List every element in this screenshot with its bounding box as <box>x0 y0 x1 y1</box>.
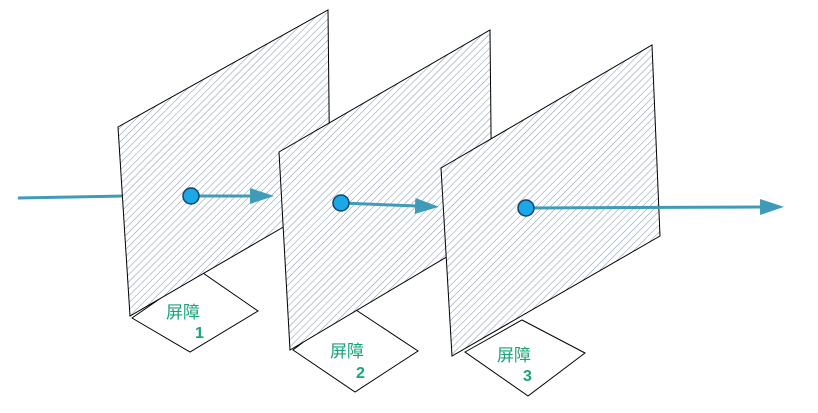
screen-2: 屏障 2 <box>278 29 493 393</box>
screen-3-tag-label: 屏障 <box>497 346 531 366</box>
hole-dot-3 <box>517 199 535 217</box>
screen-3-tag-number: 3 <box>523 368 532 385</box>
screen-2-tag-number: 2 <box>356 365 365 382</box>
screen-3-panel <box>440 44 661 357</box>
screen-1-tag-number: 1 <box>195 325 204 342</box>
ray-segment-3 <box>525 199 784 216</box>
hole-dot-2 <box>332 194 350 212</box>
screen-2-tag-label: 屏障 <box>330 342 364 362</box>
screen-3: 屏障 3 <box>440 44 784 397</box>
screen-1-tag-label: 屏障 <box>166 303 200 323</box>
ray-segment-2 <box>340 197 439 214</box>
hole-dot-1 <box>182 187 200 205</box>
screen-3-tag <box>464 319 586 397</box>
incoming-ray <box>17 194 126 200</box>
